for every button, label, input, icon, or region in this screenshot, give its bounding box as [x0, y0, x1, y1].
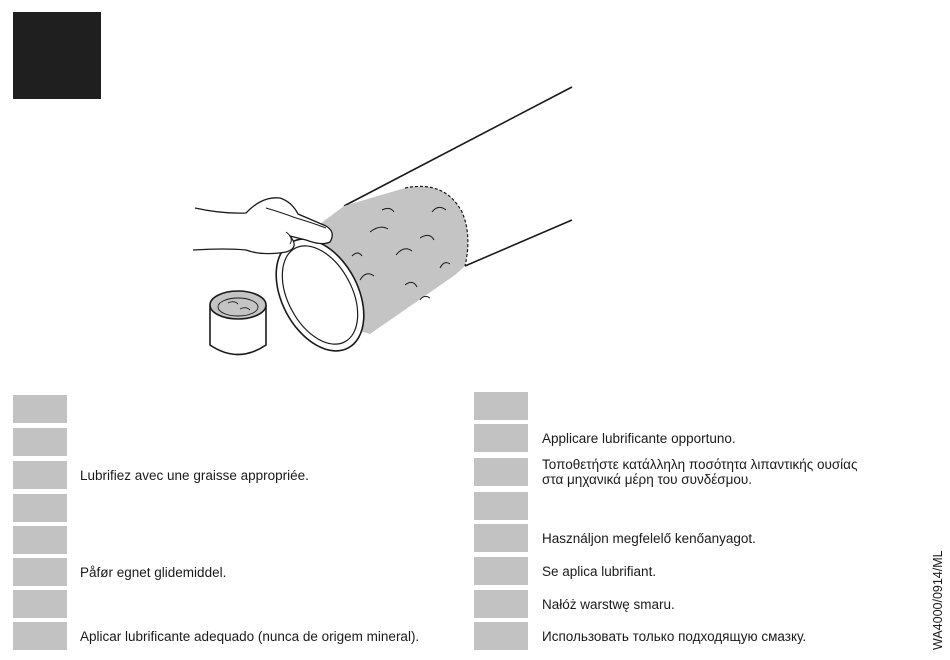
language-chip	[474, 590, 528, 618]
instruction-text	[542, 392, 922, 420]
instruction-text: Aplicar lubrificante adequado (nunca de …	[80, 628, 420, 644]
language-chip	[13, 590, 67, 618]
language-chip	[474, 458, 528, 486]
step-marker-box	[13, 12, 101, 99]
instruction-text: Használjon megfelelő kenőanyagot.	[542, 530, 756, 546]
instruction-text	[80, 428, 480, 456]
language-chip	[13, 622, 67, 650]
language-chip	[474, 492, 528, 520]
instruction-text	[80, 395, 480, 423]
instruction-text: Påfør egnet glidemiddel.	[80, 564, 227, 580]
language-chip	[13, 461, 67, 489]
language-chip	[13, 395, 67, 423]
grease-tin-icon	[209, 290, 267, 356]
instruction-text	[80, 590, 480, 618]
language-chip	[474, 622, 528, 650]
language-chip	[474, 557, 528, 585]
language-chip	[13, 494, 67, 522]
instruction-text: Nałóż warstwę smaru.	[542, 596, 675, 612]
instruction-text: Использовать только подходящую смазку.	[542, 628, 807, 644]
instruction-text: Lubrifiez avec une graisse appropriée.	[80, 467, 309, 483]
instruction-text	[542, 492, 922, 520]
language-chip	[474, 392, 528, 420]
instruction-text	[80, 526, 480, 554]
language-chip	[474, 424, 528, 452]
language-chip	[13, 428, 67, 456]
language-chip	[474, 524, 528, 552]
lubrication-illustration	[192, 86, 573, 356]
instruction-text: Τοποθετήστε κατάλληλη ποσότητα λιπαντική…	[542, 457, 858, 487]
instruction-text	[80, 494, 480, 522]
language-chip	[13, 558, 67, 586]
document-code: WA4000/0914/ML	[931, 550, 945, 650]
instruction-text: Se aplica lubrifiant.	[542, 563, 657, 579]
instruction-text: Applicare lubrificante opportuno.	[542, 430, 736, 446]
hand-applying-grease-icon	[192, 197, 333, 255]
language-chip	[13, 526, 67, 554]
